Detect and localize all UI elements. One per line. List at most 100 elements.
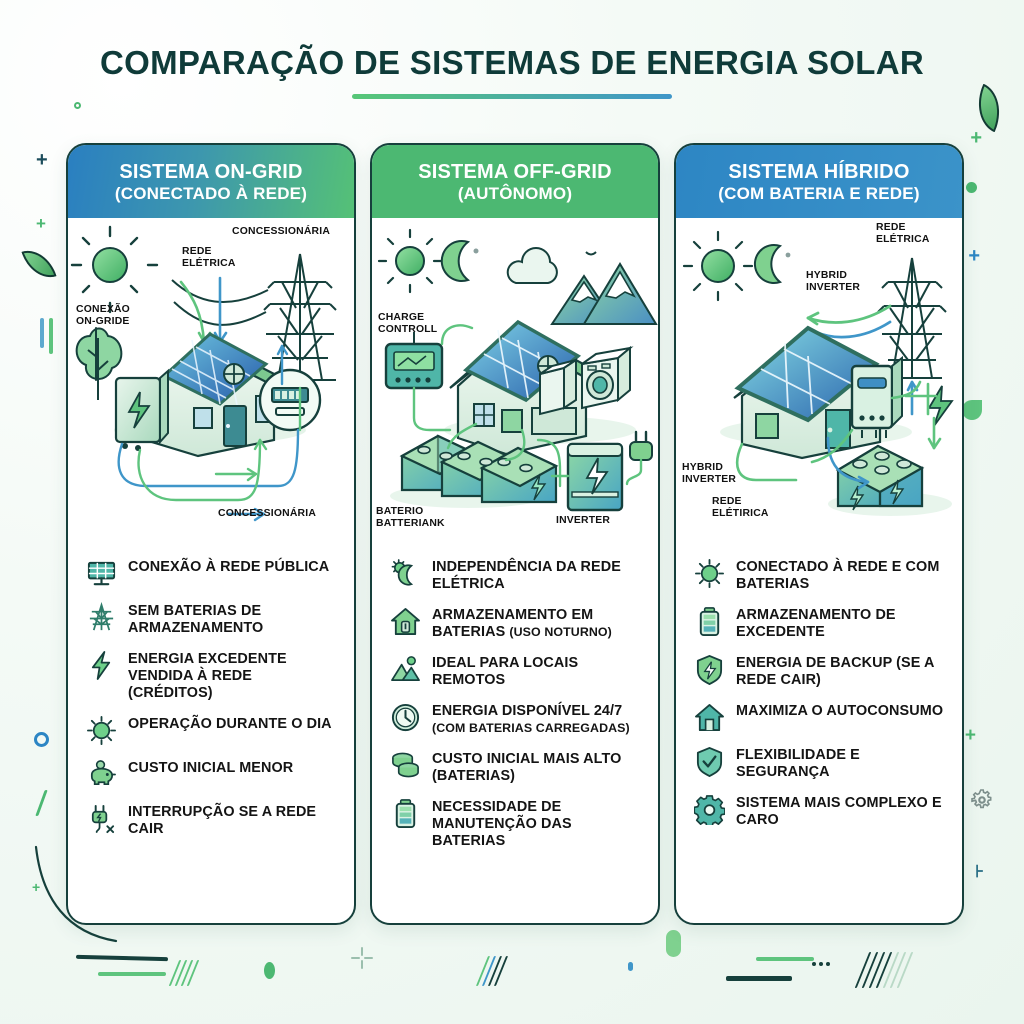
feature-item: ENERGIA EXCEDENTE VENDIDA À REDE (CRÉDIT… [86,644,340,707]
column-title: SISTEMA HÍBRIDO [728,161,910,183]
plus-icon: + [968,245,980,267]
feature-item: CUSTO INICIAL MENOR [86,753,340,795]
off-grid-diagram [377,228,658,512]
label-conexao-on-gride: CONEXÃO ON-GRIDE [76,304,130,327]
illustration-hibrido: REDE ELÉTRICA HYBRID INVERTER HYBRID INV… [676,218,962,538]
shield-bolt-icon [694,654,725,685]
gear-icon [693,794,726,828]
feature-label-main: ENERGIA DISPONÍVEL 24/7 [432,702,623,719]
battery-icon [694,606,725,637]
illustration-off-grid: CHARGE CONTROLL BATERIO BATTERIANK INVER… [372,218,658,538]
lightning-bolt-icon [86,650,117,681]
slash-icon [35,790,48,816]
hybrid-inverter-icon [850,355,903,438]
lightning-bolt-icon [927,385,954,427]
feature-label: SISTEMA MAIS COMPLEXO E CARO [736,794,942,828]
mountains-icon [550,262,658,325]
feature-label: SEM BATERIAS DE ARMAZENAMENTO [128,603,264,636]
gear-icon [970,788,994,817]
on-grid-diagram [70,225,337,522]
transmission-tower-icon [86,601,117,633]
moon-icon [753,244,791,284]
piggy-bank-icon [86,759,117,790]
crosshair-icon [350,946,374,975]
column-subtitle: (AUTÔNOMO) [457,184,573,203]
feature-item: SEM BATERIAS DE ARMAZENAMENTO [86,596,340,642]
column-header-on-grid: SISTEMA ON-GRID (CONECTADO À REDE) [68,145,354,218]
dot-icon [628,962,633,971]
bird-icon [585,251,597,256]
feature-label-main: ARMAZENAMENTO EM BATERIAS [432,606,594,640]
sun-icon [694,558,725,589]
inverter-icon [566,442,624,512]
feature-item: ENERGIA DE BACKUP (SE A REDE CAIR) [694,648,948,694]
column-subtitle: (CONECTADO À REDE) [114,184,308,203]
house-icon [145,332,284,458]
electric-meter-icon [258,368,322,432]
label-baterio-batteriank: BATERIO BATTERIANK [376,506,445,529]
label-inverter: INVERTER [556,515,611,526]
feature-item: FLEXIBILIDADE E SEGURANÇA [694,740,948,786]
label-concessionaria-bottom: CONCESSIONÁRIA [218,508,317,519]
feature-label: CONEXÃO À REDE PÚBLICA [128,559,330,575]
page-header: COMPARAÇÃO DE SISTEMAS DE ENERGIA SOLAR [0,44,1024,99]
feature-label: OPERAÇÃO DURANTE O DIA [128,715,332,732]
column-header-hibrido: SISTEMA HÍBRIDO (COM BATERIA E REDE) [676,145,962,218]
battery-icon [390,798,421,829]
plug-icon [625,430,653,486]
bars-icon [40,318,53,354]
feature-label: MAXIMIZA O AUTOCONSUMO [736,702,944,719]
sun-icon [377,228,443,294]
feature-list-off-grid: INDEPENDÊNCIA DA REDE ELÉTRICA ARMAZENAM… [372,538,658,923]
label-hybrid-inverter-top: HYBRID INVERTER [806,270,861,293]
solar-panel-icon [86,558,117,589]
battery-bank-icon [828,444,952,516]
washing-machine-icon [581,345,634,410]
feature-item: NECESSIDADE DE MANUTENÇÃO DAS BATERIAS [390,792,644,855]
feature-list-hibrido: CONECTADO À REDE E COM BATERIAS ARMAZENA… [676,538,962,923]
plus-icon: + [32,879,41,895]
feature-label: CUSTO INICIAL MENOR [128,759,294,776]
mountains-icon [390,654,421,685]
house-icon [694,702,725,733]
shield-check-icon [694,746,725,777]
sun-icon [70,225,159,314]
title-underline [352,94,672,99]
column-title: SISTEMA OFF-GRID [418,161,612,183]
leaf-icon [21,243,57,285]
plus-icon: + [36,149,48,171]
coins-icon [390,750,421,781]
feature-label: ARMAZENAMENTO EM BATERIAS (USO NOTURNO) [432,605,644,641]
feature-label: NECESSIDADE DE MANUTENÇÃO DAS BATERIAS [432,798,572,849]
solar-panel-icon [734,325,880,423]
plug-off-icon [86,803,117,834]
rule-line [756,957,814,961]
feature-label-sub: (USO NOTURNO) [509,624,612,639]
page-title: COMPARAÇÃO DE SISTEMAS DE ENERGIA SOLAR [100,44,924,81]
feature-label-sub: (COM BATERIAS CARREGADAS) [432,720,630,735]
label-charge-controll: CHARGE CONTROLL [378,312,438,335]
tree-icon [75,327,123,400]
feature-label: ARMAZENAMENTO DE EXCEDENTE [736,606,896,640]
pill-icon [666,930,681,957]
column-hibrido: SISTEMA HÍBRIDO (COM BATERIA E REDE) [674,143,964,925]
circle-icon [34,732,49,747]
feature-item: SISTEMA MAIS COMPLEXO E CARO [693,788,948,834]
dot-icon [74,102,81,109]
clock-icon [390,702,421,733]
rule-line [75,954,169,962]
plus-icon: + [970,127,982,149]
feature-label: CONECTADO À REDE E COM BATERIAS [736,559,940,592]
feature-list-on-grid: CONEXÃO À REDE PÚBLICA SEM BATERIAS DE A… [68,538,354,923]
dots-icon [812,962,830,966]
feature-label: IDEAL PARA LOCAIS REMOTOS [432,654,579,688]
feature-item: IDEAL PARA LOCAIS REMOTOS [390,648,644,694]
sun-icon [682,230,754,302]
feature-item: CONEXÃO À REDE PÚBLICA [86,552,340,594]
label-concessionaria-top: CONCESSIONÁRIA [232,226,331,237]
column-on-grid: SISTEMA ON-GRID (CONECTADO À REDE) [66,143,356,925]
moon-sun-icon [390,558,421,589]
inverter-icon [114,368,169,451]
cloud-icon [506,247,558,284]
feature-item: OPERAÇÃO DURANTE O DIA [86,709,340,751]
